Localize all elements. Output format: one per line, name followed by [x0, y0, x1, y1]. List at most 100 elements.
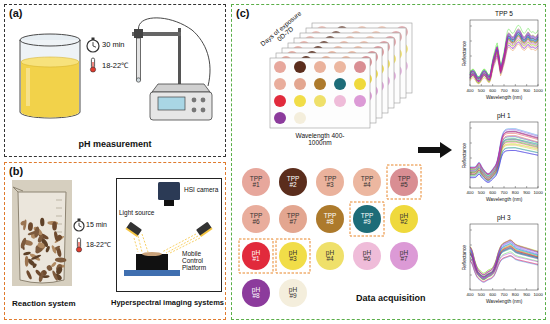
tick-label: 500 — [478, 89, 485, 94]
electrode-holder — [134, 29, 143, 38]
x-tick — [538, 84, 539, 86]
lamp-body — [196, 222, 212, 237]
axis-title: Wavelength (nm) — [486, 197, 522, 202]
y-tick — [470, 230, 472, 231]
sample-circle: pH #6 — [353, 242, 381, 270]
timer-icon — [87, 38, 99, 53]
plot-title: TPP 5 — [495, 10, 513, 17]
sample-circle: pH #8 — [242, 279, 270, 307]
plot-title: pH 1 — [497, 112, 511, 119]
sample-circle: TPP #3 — [316, 168, 344, 196]
shrimp-sample — [46, 264, 54, 272]
panel-title: Hyperspectral imaging systems — [111, 299, 224, 307]
shrimp-sample — [45, 246, 51, 253]
spectrum-curve — [470, 136, 538, 178]
electrode-tip — [136, 78, 140, 82]
tick-label: 900 — [523, 89, 530, 94]
y-tick — [470, 245, 472, 246]
thermometer-tube — [77, 238, 80, 248]
meter-body — [150, 92, 212, 120]
sample-circle: pH #7 — [390, 242, 418, 270]
cube-sample-dot — [274, 61, 286, 73]
meter-button — [201, 108, 206, 113]
cube-sample-dot — [314, 61, 326, 73]
sample-circle: pH #9 — [279, 279, 307, 307]
sample-label: pH #3 — [286, 250, 301, 263]
spectrum-curve — [470, 256, 538, 282]
spectrum-curve — [470, 35, 538, 84]
shrimp-sample — [42, 275, 49, 279]
glass-highlight — [26, 68, 30, 106]
spectrum-curve — [470, 244, 538, 279]
sample-label: pH #7 — [397, 250, 412, 263]
x-tick — [470, 186, 471, 188]
shrimp-sample — [37, 241, 46, 249]
axis-title: Reflectance — [462, 142, 467, 167]
tick-label: 600 — [489, 293, 496, 298]
y-tick — [470, 158, 472, 159]
highlight-box — [387, 165, 421, 199]
graduation-mark — [56, 208, 62, 209]
tick-label: 700 — [501, 89, 508, 94]
axis-label: Wavelength 400-1000nm — [295, 132, 345, 146]
temperature-label: 18-22℃ — [102, 62, 128, 70]
sample-label: TPP #9 — [360, 213, 375, 226]
shrimp-sample — [31, 254, 42, 261]
panel-box: (c)Data acquisitionTPP #1TPP #2TPP #3TPP… — [231, 4, 546, 320]
thermometer-tube — [91, 58, 94, 68]
y-tick — [470, 260, 472, 261]
sample-circle: TPP #2 — [279, 168, 307, 196]
shrimp-sample — [29, 252, 41, 262]
tick-label: 1000 — [534, 293, 543, 298]
tick-label: 900 — [523, 293, 530, 298]
sample-label: pH #9 — [286, 287, 301, 300]
spectrum-curve — [470, 131, 538, 174]
sample-label: TPP #2 — [286, 176, 301, 189]
tick-label: 600 — [489, 191, 496, 196]
axis-title: Reflectance — [462, 40, 467, 65]
reaction-beaker — [18, 192, 66, 283]
spectrum-curve — [470, 248, 538, 277]
component-label: Mobile Control Platform — [182, 250, 220, 271]
shrimp-sample — [52, 221, 57, 230]
axis-title: Reflectance — [462, 244, 467, 269]
spectrum-curve — [470, 151, 538, 183]
graduation-mark — [56, 200, 62, 201]
shrimp-sample — [35, 269, 42, 277]
highlight-box — [350, 202, 384, 236]
light-source-left — [125, 222, 142, 237]
cube-slice — [270, 58, 370, 128]
y-tick — [470, 128, 472, 129]
spectrum-curve — [470, 242, 538, 275]
tick-label: 600 — [489, 89, 496, 94]
spectrum-curve — [470, 33, 538, 79]
shrimp-sample — [27, 230, 38, 236]
graduation-mark — [56, 216, 62, 217]
beaker-rim-front — [20, 40, 80, 46]
sample-label: TPP #5 — [397, 176, 412, 189]
x-tick — [526, 288, 527, 290]
component-label: Light source — [119, 209, 154, 216]
cube-sample-dot — [294, 61, 306, 73]
cube-sample-dot — [294, 78, 306, 90]
panel-title: Reaction system — [12, 300, 76, 309]
x-tick — [470, 288, 471, 290]
panel-box: (b)Reaction systemHSI cameraLight source… — [4, 162, 226, 320]
sample-label: TPP #6 — [249, 213, 264, 226]
spectrum-curve — [470, 31, 538, 79]
sample-label: TPP #4 — [360, 176, 375, 189]
shrimp-sample — [55, 257, 67, 262]
thermometer-bulb — [90, 67, 95, 72]
tick-label: 700 — [501, 293, 508, 298]
sample-label: TPP #8 — [323, 213, 338, 226]
sample-circle: pH #3 — [279, 242, 307, 270]
lamp-body — [126, 222, 142, 237]
shrimp-sample — [28, 222, 34, 231]
x-tick — [504, 84, 505, 86]
sample-circle: TPP #5 — [390, 168, 418, 196]
highlight-box — [276, 239, 310, 273]
y-tick — [470, 26, 472, 27]
cube-sample-dot — [314, 78, 326, 90]
spectrum-curve — [470, 32, 538, 81]
y-tick — [470, 275, 472, 276]
